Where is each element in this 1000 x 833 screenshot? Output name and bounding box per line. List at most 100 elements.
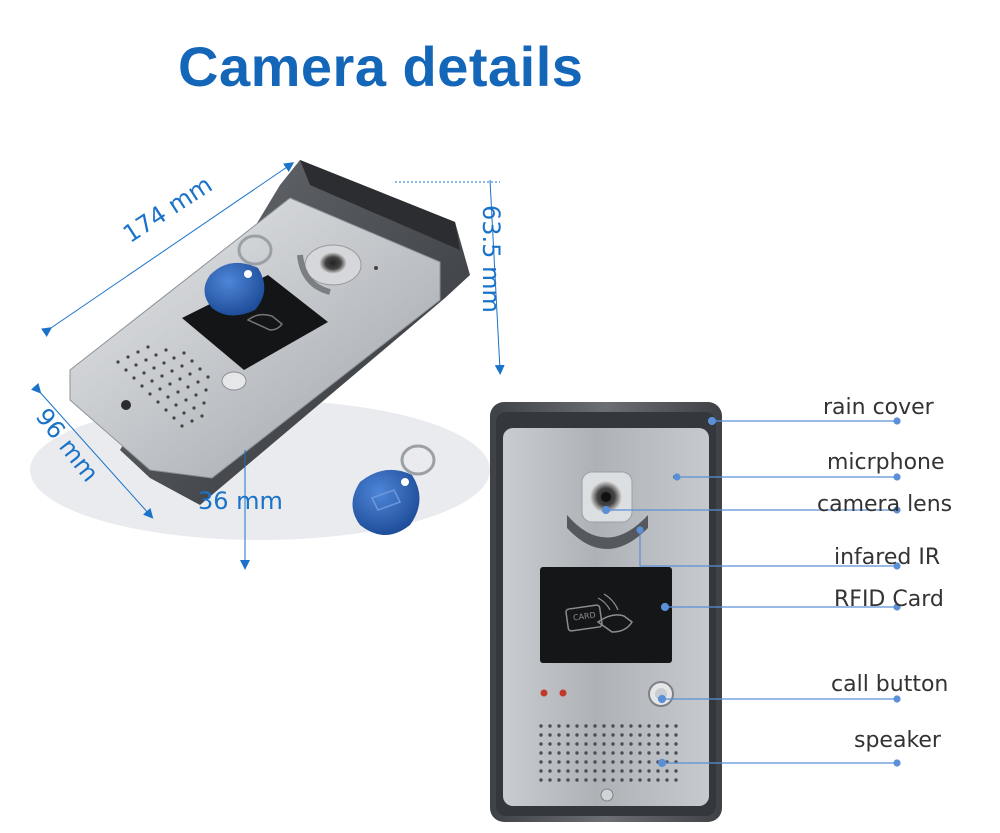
speaker-hole bbox=[647, 733, 651, 737]
speaker-hole bbox=[629, 760, 633, 764]
speaker-hole bbox=[638, 769, 642, 773]
speaker-hole bbox=[548, 778, 552, 782]
speaker-hole bbox=[620, 751, 624, 755]
speaker-hole bbox=[638, 733, 642, 737]
speaker-hole bbox=[602, 760, 606, 764]
speaker-hole bbox=[665, 742, 669, 746]
speaker-hole bbox=[665, 778, 669, 782]
callout-lines bbox=[601, 416, 901, 768]
speaker-hole bbox=[548, 733, 552, 737]
speaker-hole bbox=[584, 778, 588, 782]
speaker-hole bbox=[566, 733, 570, 737]
speaker-hole bbox=[575, 742, 579, 746]
speaker-hole bbox=[557, 751, 561, 755]
speaker-hole bbox=[602, 769, 606, 773]
speaker-hole bbox=[647, 769, 651, 773]
speaker-hole bbox=[602, 742, 606, 746]
speaker-hole bbox=[584, 742, 588, 746]
speaker-hole bbox=[557, 760, 561, 764]
speaker-hole bbox=[674, 724, 678, 728]
speaker-hole bbox=[620, 733, 624, 737]
ir-ring bbox=[567, 515, 648, 549]
speaker-hole bbox=[539, 778, 543, 782]
speaker-hole bbox=[611, 724, 615, 728]
led-2 bbox=[559, 689, 567, 697]
speaker-hole bbox=[665, 724, 669, 728]
bottom-screw bbox=[600, 788, 614, 802]
dimension-lines bbox=[30, 162, 505, 570]
speaker-hole bbox=[557, 733, 561, 737]
speaker-hole bbox=[539, 733, 543, 737]
speaker-hole bbox=[602, 778, 606, 782]
speaker-hole bbox=[647, 751, 651, 755]
speaker-hole bbox=[611, 778, 615, 782]
speaker-hole bbox=[638, 751, 642, 755]
speaker-hole bbox=[629, 724, 633, 728]
card-icon bbox=[565, 604, 603, 632]
callout-rain-cover: rain cover bbox=[823, 395, 934, 420]
rfid-window bbox=[540, 567, 672, 663]
speaker-hole bbox=[620, 778, 624, 782]
speaker-hole bbox=[548, 769, 552, 773]
callout-infrared-ir: infared IR bbox=[834, 545, 941, 570]
speaker-hole bbox=[566, 742, 570, 746]
speaker-hole bbox=[593, 760, 597, 764]
speaker-hole bbox=[593, 778, 597, 782]
speaker-hole bbox=[539, 724, 543, 728]
speaker-hole bbox=[674, 778, 678, 782]
callout-speaker: speaker bbox=[854, 728, 941, 753]
speaker-hole bbox=[629, 751, 633, 755]
speaker-hole bbox=[665, 769, 669, 773]
speaker-hole bbox=[629, 769, 633, 773]
speaker-hole bbox=[548, 742, 552, 746]
speaker-hole bbox=[611, 769, 615, 773]
speaker-hole bbox=[575, 760, 579, 764]
speaker-hole bbox=[638, 778, 642, 782]
speaker-hole bbox=[575, 733, 579, 737]
speaker-hole bbox=[620, 742, 624, 746]
speaker-hole bbox=[584, 724, 588, 728]
speaker-hole bbox=[629, 733, 633, 737]
speaker-hole bbox=[575, 724, 579, 728]
speaker-hole bbox=[575, 769, 579, 773]
callout-rfid-card: RFID Card bbox=[834, 587, 944, 612]
speaker-hole bbox=[593, 769, 597, 773]
speaker-hole bbox=[539, 760, 543, 764]
speaker-hole bbox=[611, 742, 615, 746]
speaker-hole bbox=[575, 778, 579, 782]
speaker-hole bbox=[593, 733, 597, 737]
speaker-hole bbox=[638, 742, 642, 746]
speaker-hole bbox=[629, 778, 633, 782]
mic-hole bbox=[374, 266, 378, 270]
speaker-hole bbox=[656, 742, 660, 746]
speaker-hole bbox=[620, 769, 624, 773]
speaker-hole bbox=[548, 751, 552, 755]
speaker-hole bbox=[575, 751, 579, 755]
dimension-thickness: 36 mm bbox=[198, 487, 283, 515]
speaker-hole bbox=[647, 742, 651, 746]
speaker-hole bbox=[566, 724, 570, 728]
speaker-hole bbox=[548, 760, 552, 764]
speaker-hole bbox=[674, 733, 678, 737]
camera-lens-icon bbox=[319, 252, 347, 274]
speaker-hole bbox=[620, 760, 624, 764]
speaker-hole bbox=[593, 742, 597, 746]
speaker-hole bbox=[539, 751, 543, 755]
speaker-hole bbox=[647, 778, 651, 782]
speaker-hole bbox=[566, 769, 570, 773]
call-button-icon bbox=[221, 371, 247, 391]
speaker-hole bbox=[566, 760, 570, 764]
speaker-hole bbox=[593, 751, 597, 755]
led-1 bbox=[540, 689, 548, 697]
speaker-hole bbox=[665, 733, 669, 737]
callout-call-button: call button bbox=[831, 672, 949, 697]
speaker-hole bbox=[548, 724, 552, 728]
speaker-hole bbox=[656, 778, 660, 782]
rain-cover-lip bbox=[300, 160, 460, 250]
speaker-hole bbox=[674, 769, 678, 773]
speaker-hole bbox=[638, 724, 642, 728]
speaker-hole bbox=[656, 769, 660, 773]
speaker-hole bbox=[557, 724, 561, 728]
